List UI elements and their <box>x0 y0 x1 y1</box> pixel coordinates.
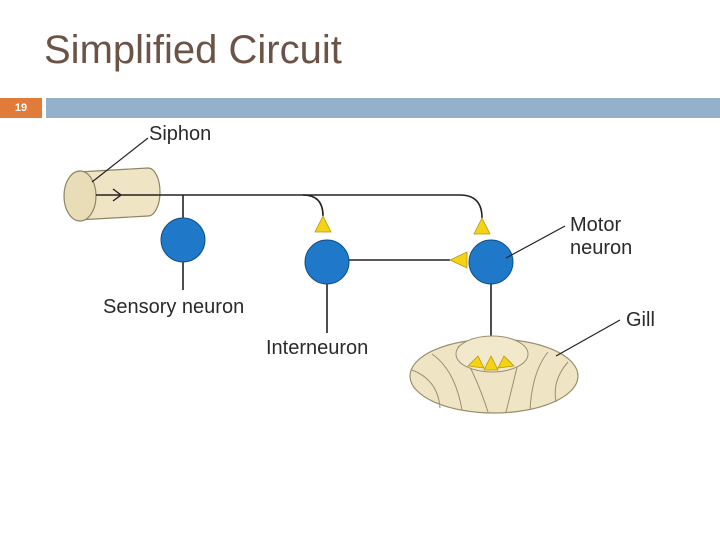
sensory-to-interneuron-branch <box>302 194 324 217</box>
slide-number: 19 <box>0 98 42 118</box>
motor-neuron-label-line2: neuron <box>570 237 632 259</box>
motor-neuron-body <box>468 239 514 285</box>
synapse-sensory-motor <box>473 217 491 235</box>
circuit-wiring <box>96 194 505 358</box>
synapse-interneuron-motor <box>449 251 468 269</box>
sensory-neuron-label: Sensory neuron <box>103 296 244 318</box>
siphon-label: Siphon <box>149 123 211 145</box>
siphon <box>63 167 161 222</box>
slide-title: Simplified Circuit <box>44 28 342 72</box>
synapse-sensory-interneuron <box>314 215 332 233</box>
synapse-motor-gill-center <box>483 355 499 371</box>
motor-neuron-leader <box>505 225 566 259</box>
interneuron-label: Interneuron <box>266 337 368 359</box>
synapse-motor-gill-left <box>467 355 485 369</box>
sensory-axon <box>96 194 483 219</box>
sensory-neuron-body <box>160 217 206 263</box>
motor-neuron-label-line1: Motor <box>570 214 621 236</box>
synapse-motor-gill-right <box>497 355 515 369</box>
gill <box>409 335 579 414</box>
siphon-leader <box>91 137 149 183</box>
interneuron-body <box>304 239 350 285</box>
title-accent-bar <box>46 98 720 118</box>
gill-leader <box>555 319 621 357</box>
gill-label: Gill <box>626 309 655 331</box>
